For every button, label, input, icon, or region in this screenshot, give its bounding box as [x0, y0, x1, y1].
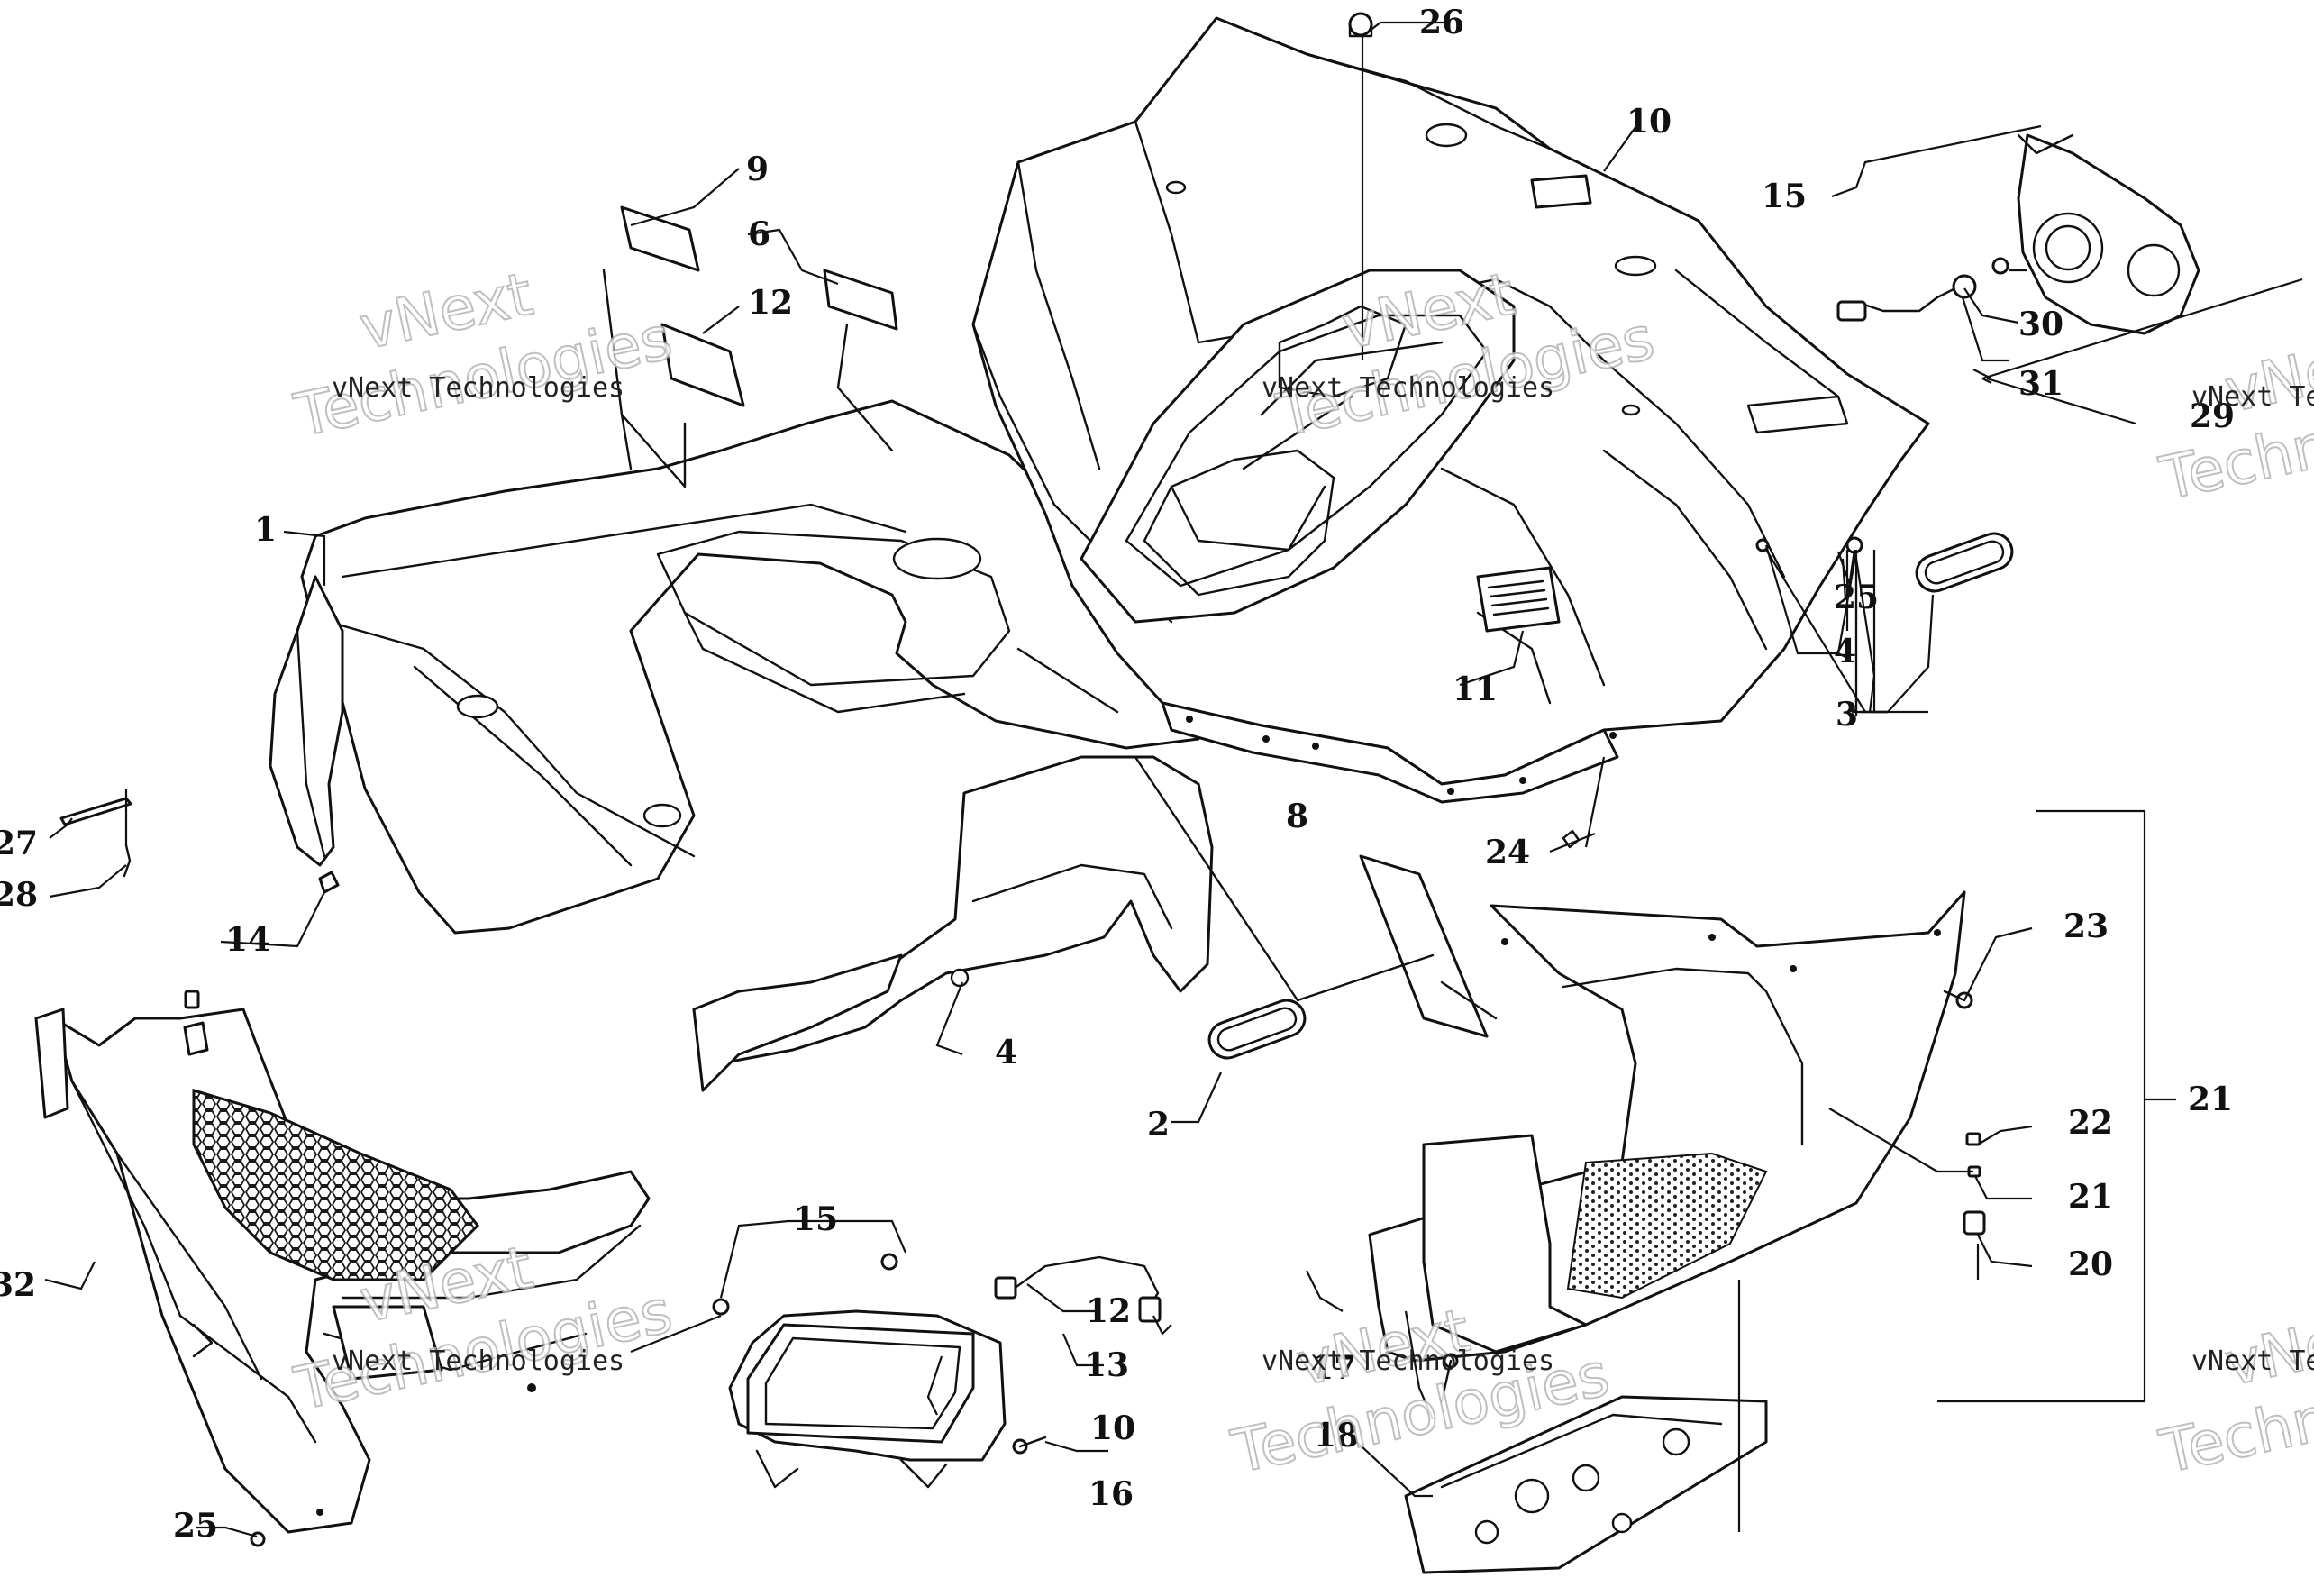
reflector-2 — [1207, 999, 1307, 1060]
decal-outlines — [602, 269, 1498, 1020]
front-bumper-32 — [34, 1008, 651, 1534]
front-fender-body — [269, 399, 1223, 1092]
callout-21: 21 — [2068, 1178, 2113, 1216]
callout-27: 27 — [0, 825, 38, 862]
callout-20: 20 — [2068, 1245, 2113, 1283]
callout-17: 17 — [1311, 1349, 1356, 1387]
callout-18: 18 — [1314, 1417, 1359, 1455]
watermark-6: vNext Technologies — [2153, 1295, 2314, 1489]
callout-28: 28 — [0, 876, 38, 914]
callout-15a: 15 — [1762, 178, 1807, 215]
callout-7: 10 — [1626, 103, 1672, 141]
callout-5: 6 — [748, 215, 770, 253]
callout-25a: 25 — [1834, 579, 1879, 616]
callout-6: 9 — [746, 150, 769, 188]
callout-4b: 4 — [995, 1034, 1017, 1072]
callout-4a: 4 — [1834, 633, 1856, 670]
callout-24: 24 — [1485, 834, 1530, 871]
headlight-wiring — [994, 1255, 1162, 1323]
decal-9 — [660, 323, 745, 407]
callout-15b: 15 — [793, 1200, 838, 1238]
callout-14: 14 — [225, 921, 270, 959]
callout-1: 1 — [254, 511, 277, 549]
headlight-11 — [728, 1309, 1007, 1489]
callout-13: 13 — [1084, 1346, 1129, 1384]
callout-10: 8 — [1286, 798, 1308, 835]
callout-12: 12 — [1086, 1292, 1131, 1330]
callout-22: 22 — [2068, 1104, 2113, 1142]
watermark-small-1: vNext Technologies — [332, 372, 624, 404]
hardware — [59, 12, 1986, 1547]
callout-29: 29 — [2190, 397, 2235, 435]
reflector-3 — [1915, 532, 2014, 593]
callout-11: 10 — [1090, 1409, 1135, 1447]
rear-fender-body — [971, 16, 1930, 849]
callout-19: 21 — [2188, 1081, 2233, 1118]
callout-2: 2 — [1147, 1106, 1170, 1144]
rear-taillight-housing — [2017, 133, 2200, 335]
watermark-small-6: vNext Technologies — [2191, 1345, 2314, 1377]
decal-10 — [1359, 854, 1489, 1038]
callout-30: 30 — [2018, 306, 2063, 343]
watermark-small-4: vNext Technologies — [332, 1345, 624, 1377]
leader-lines — [44, 21, 2303, 1538]
callout-8: 11 — [1453, 670, 1498, 708]
callout-32: 32 — [0, 1266, 36, 1304]
footwell-19 — [1368, 890, 1966, 1363]
callout-16: 16 — [1089, 1475, 1134, 1513]
callouts: 26 10 9 6 12 1 11 15 30 31 29 25 4 3 8 2… — [0, 4, 2235, 1545]
callout-9: 12 — [748, 284, 793, 322]
callout-31: 31 — [2018, 365, 2063, 403]
callout-23: 23 — [2063, 907, 2109, 945]
foot-plate-18 — [1404, 1395, 1768, 1574]
watermark-small-2: vNext Technologies — [1262, 372, 1554, 404]
watermark-small-5: vNext Technologies — [1262, 1345, 1554, 1377]
callout-25b: 25 — [173, 1507, 218, 1545]
watermark-small-3: vNext Technologies — [2191, 381, 2314, 413]
watermark-1: vNext Technologies — [287, 259, 679, 452]
callout-3: 3 — [1836, 696, 1858, 734]
taillight-socket — [1836, 257, 2009, 322]
decal-5 — [823, 269, 898, 331]
callout-26: 26 — [1419, 4, 1464, 41]
